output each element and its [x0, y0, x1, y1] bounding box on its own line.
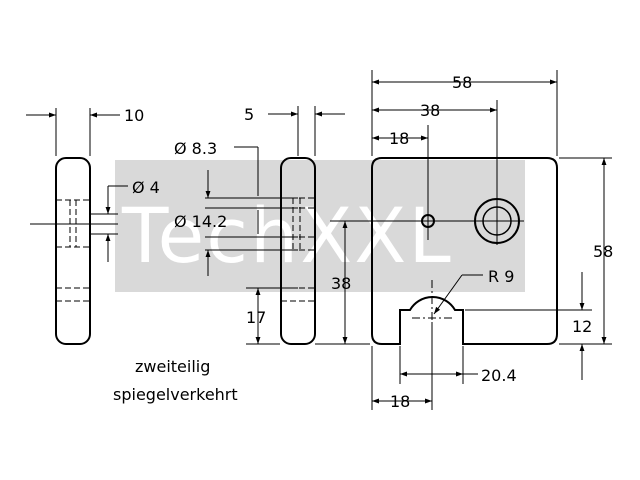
dim-17: 17	[246, 308, 266, 327]
dim-10: 10	[124, 106, 144, 125]
dim-38-horizontal: 38	[420, 101, 440, 120]
dim-18-top: 18	[389, 129, 409, 148]
front-outline	[371, 157, 558, 345]
dim-38-vertical: 38	[331, 274, 351, 293]
watermark-text: TechXXL	[121, 191, 453, 280]
dim-5: 5	[244, 105, 254, 124]
dim-58-horizontal: 58	[452, 73, 472, 92]
dim-58-vertical: 58	[593, 242, 613, 261]
right-part-outline	[280, 157, 316, 345]
left-side-view	[30, 157, 118, 345]
note-two-part: zweiteilig	[135, 357, 210, 376]
note-mirrored: spiegelverkehrt	[113, 385, 238, 404]
dim-dia-14-2: Ø 14.2	[174, 212, 227, 231]
dimension-labels: 10 5 Ø 8.3 Ø 4 Ø 14.2 17 38 58 38 18 58 …	[124, 73, 613, 411]
dim-dia-8-3: Ø 8.3	[174, 139, 217, 158]
left-part-outline	[55, 157, 91, 345]
watermark-band	[115, 160, 525, 292]
watermark: TechXXL	[115, 160, 525, 292]
dim-dia-4: Ø 4	[132, 178, 160, 197]
dim-18-bottom: 18	[390, 392, 410, 411]
notes: zweiteilig spiegelverkehrt	[113, 357, 238, 404]
dim-20-4: 20.4	[481, 366, 517, 385]
dimension-lines	[26, 70, 612, 410]
dim-12: 12	[572, 317, 592, 336]
dim-radius-9: R 9	[488, 267, 514, 286]
